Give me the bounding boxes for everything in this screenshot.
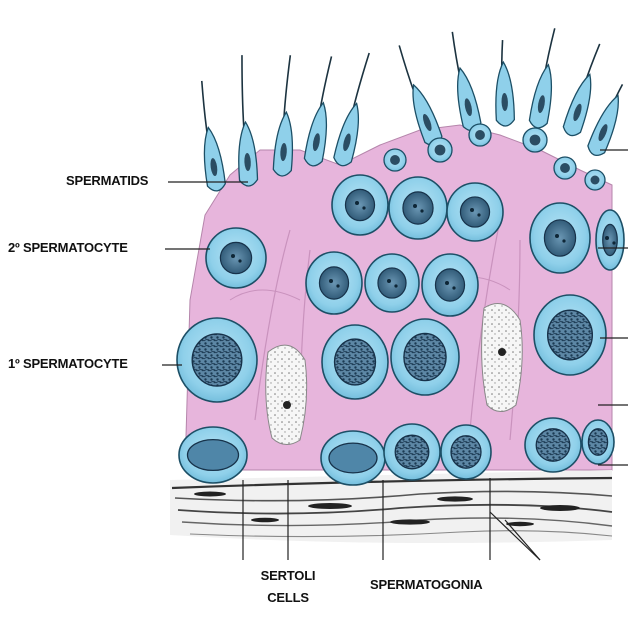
secondary-spermatocyte	[332, 175, 388, 235]
spermatid	[233, 55, 258, 187]
secondary-spermatocyte	[365, 254, 419, 312]
spermatid	[193, 80, 226, 192]
round-spermatid	[384, 149, 406, 171]
primary-spermatocyte	[177, 318, 257, 402]
spermatid	[528, 27, 563, 130]
spermatogonium	[179, 427, 247, 483]
spermatid	[493, 40, 514, 127]
secondary-spermatocyte	[596, 210, 624, 270]
sertoli-nucleus-left	[266, 345, 307, 444]
spermatogonium	[525, 418, 581, 472]
primary-spermatocyte	[322, 325, 388, 399]
secondary-spermatocyte	[422, 254, 478, 316]
primary-spermatocyte	[534, 295, 606, 375]
round-spermatid	[585, 170, 605, 190]
spermatogonium	[321, 431, 385, 485]
secondary-spermatocyte	[206, 228, 266, 288]
label-sertoli-cells: SERTOLI CELLS	[252, 569, 324, 605]
sertoli-nucleus-right	[482, 304, 523, 412]
secondary-spermatocyte	[530, 203, 590, 273]
label-spermatogonia: SPERMATOGONIA	[370, 578, 482, 592]
secondary-spermatocyte	[447, 183, 503, 241]
round-spermatid	[469, 124, 491, 146]
spermatogonium	[384, 424, 440, 480]
secondary-spermatocyte	[389, 177, 447, 239]
label-sertoli-line2: CELLS	[252, 591, 324, 605]
spermatid	[586, 81, 628, 158]
basement-membrane	[170, 470, 612, 543]
round-spermatid	[554, 157, 576, 179]
label-spermatids: SPERMATIDS	[66, 174, 148, 188]
secondary-spermatocyte	[306, 252, 362, 314]
spermatogonium	[582, 420, 614, 464]
label-sertoli-line1: SERTOLI	[252, 569, 324, 583]
label-secondary-spermatocyte: 2º SPERMATOCYTE	[8, 241, 128, 255]
round-spermatid	[428, 138, 452, 162]
spermatogonium	[441, 425, 491, 479]
label-primary-spermatocyte: 1º SPERMATOCYTE	[8, 357, 128, 371]
round-spermatid	[523, 128, 547, 152]
primary-spermatocyte	[391, 319, 459, 395]
spermatid	[443, 30, 482, 133]
